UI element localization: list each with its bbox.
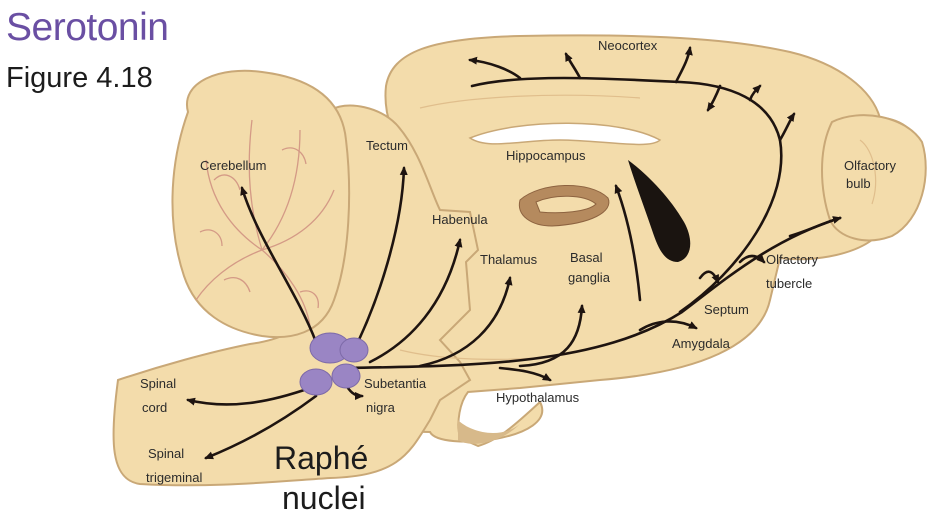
label-substantia-nigra-1: Subetantia: [364, 376, 426, 391]
label-spinal-trigeminal-2: trigeminal: [146, 470, 202, 485]
label-olfactory-bulb-1: Olfactory: [844, 158, 896, 173]
label-olfactory-tubercle-2: tubercle: [766, 276, 812, 291]
label-habenula: Habenula: [432, 212, 488, 227]
label-spinal-trigeminal-1: Spinal: [148, 446, 184, 461]
label-olfactory-bulb-2: bulb: [846, 176, 871, 191]
label-spinal-cord-1: Spinal: [140, 376, 176, 391]
label-basal-ganglia-1: Basal: [570, 250, 603, 265]
label-amygdala: Amygdala: [672, 336, 730, 351]
label-substantia-nigra-2: nigra: [366, 400, 395, 415]
label-basal-ganglia-2: ganglia: [568, 270, 610, 285]
label-spinal-cord-2: cord: [142, 400, 167, 415]
label-raphe-2: nuclei: [282, 480, 366, 517]
cerebellum-shape: [172, 71, 349, 337]
diagram-title: Serotonin: [6, 6, 168, 50]
figure-number: Figure 4.18: [6, 62, 153, 95]
label-hypothalamus: Hypothalamus: [496, 390, 579, 405]
olfactory-bulb-shape: [822, 115, 926, 240]
label-olfactory-tubercle-1: Olfactory: [766, 252, 818, 267]
label-tectum: Tectum: [366, 138, 408, 153]
label-raphe-1: Raphé: [274, 440, 368, 477]
label-hippocampus: Hippocampus: [506, 148, 586, 163]
label-septum: Septum: [704, 302, 749, 317]
label-cerebellum: Cerebellum: [200, 158, 266, 173]
label-thalamus: Thalamus: [480, 252, 537, 267]
label-neocortex: Neocortex: [598, 38, 657, 53]
